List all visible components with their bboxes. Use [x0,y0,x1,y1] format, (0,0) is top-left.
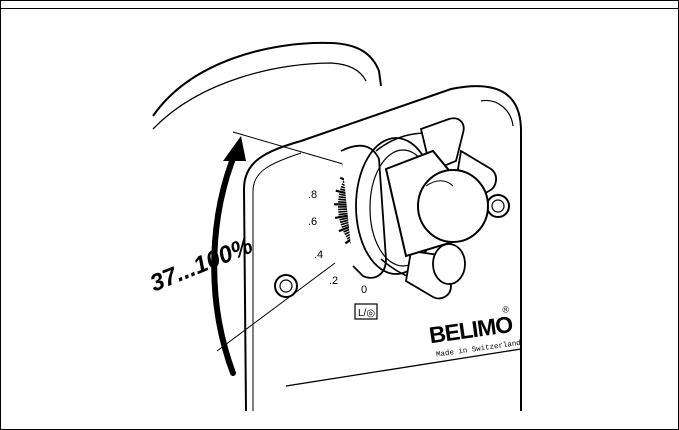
housing-top-outline [152,41,382,117]
scale-label-0.6: .6 [308,216,317,228]
mode-badge: L/◎ [354,303,378,320]
brand-mark: ® [502,304,510,315]
right-screw [486,194,510,218]
housing-left-side [252,152,302,411]
adjustment-knob [384,149,489,258]
svg-text:L/◎: L/◎ [358,308,375,319]
left-screw [274,274,298,298]
housing-bottom-line [285,348,522,387]
leader-line-lower [216,262,336,352]
clamp-lower-nut [432,243,466,285]
range-arrow-head [223,136,246,161]
scale-label-0.8: .8 [308,189,317,201]
scale-label-0: 0 [361,284,367,296]
leader-line-upper [232,131,344,165]
housing-top-inner [152,62,367,130]
scale-label-0.2: .2 [329,275,338,287]
housing-front-outline [242,85,522,412]
scale-label-0.4: .4 [314,249,323,261]
housing-corner-bevel [480,99,514,127]
range-label: 37...100% [146,232,256,298]
